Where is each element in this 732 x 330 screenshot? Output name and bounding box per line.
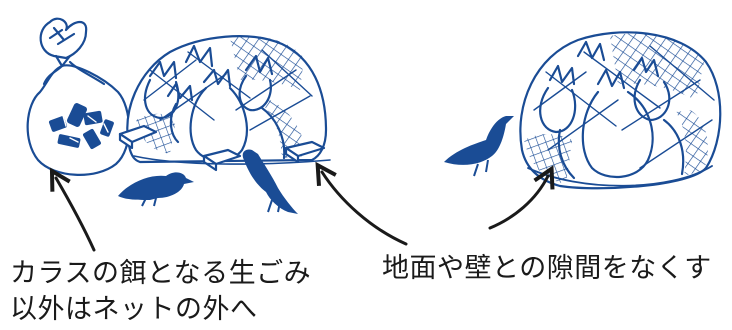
arrow-to-right-gap [488,176,548,230]
netted-garbage-pile [118,35,331,172]
crow-icon [118,172,194,207]
caption-close-gaps: 地面や壁との隙間をなくす [382,253,712,284]
crow-icon [242,149,298,214]
sealed-netted-pile [519,31,722,190]
caption-left-line-2: 以外はネットの外へ [10,294,258,325]
non-food-garbage-bag [26,17,131,176]
caption-left-line-1: カラスの餌となる生ごみ [10,258,312,289]
crow-icon [444,116,514,177]
arrow-to-center-gap [322,172,408,246]
arrow-to-separate-bag [56,178,96,252]
caption-separate-non-food: カラスの餌となる生ごみ 以外はネットの外へ [10,256,311,328]
